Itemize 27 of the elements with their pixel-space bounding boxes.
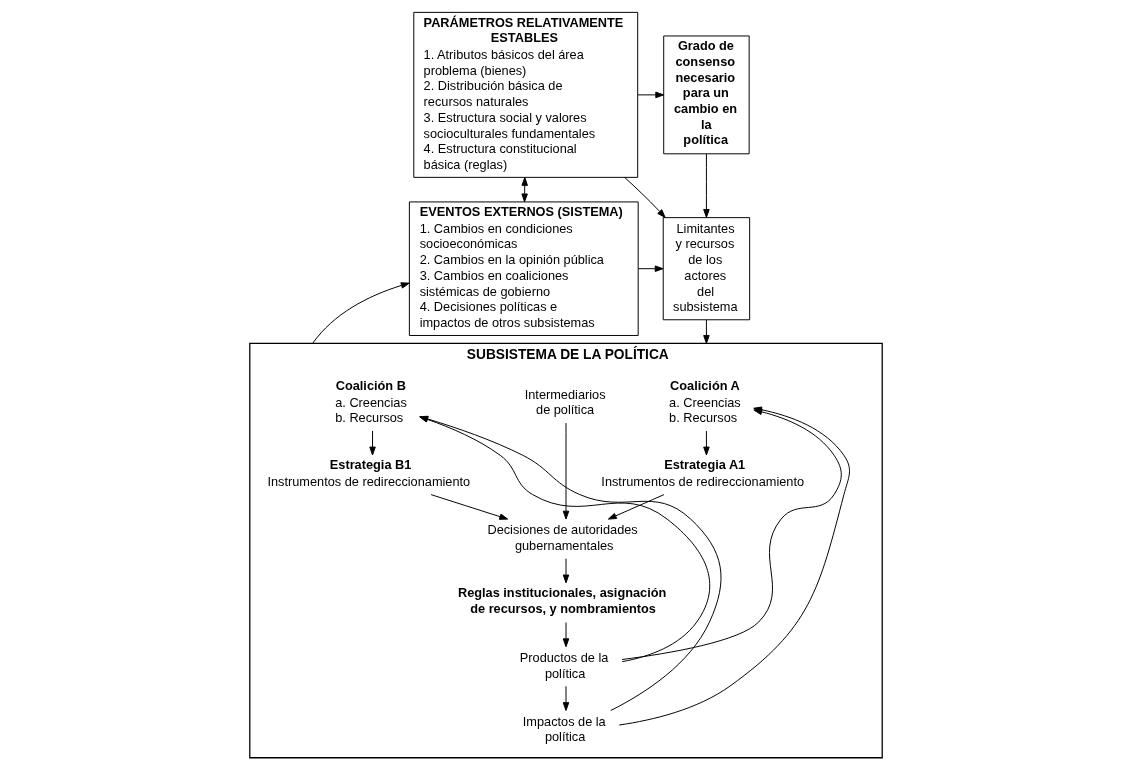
node-box: Grado de consenso necesario para un cambio en la política bbox=[663, 35, 750, 155]
arrow bbox=[312, 282, 410, 344]
arrow bbox=[430, 494, 509, 520]
node-text: Impactos de la política bbox=[522, 713, 606, 745]
arrow bbox=[703, 319, 710, 344]
node-box: PARÁMETROS RELATIVAMENTE ESTABLES 1. Atributos básicos del área problema (bienes) 2. Distribución básica de recursos naturales 3. Estructura social y valores socioculturales fundamentales 4. Estructura constitucional básica (reglas) bbox=[413, 11, 639, 178]
arrow bbox=[703, 153, 710, 218]
node-text: Estrategia A1 Instrumentos de redireccionamiento bbox=[601, 457, 805, 490]
node-text: Estrategia B1 Instrumentos de redireccionamiento bbox=[267, 457, 471, 490]
arrow bbox=[703, 430, 710, 456]
arrow bbox=[624, 177, 666, 218]
node-text: Productos de la política bbox=[519, 649, 609, 681]
node-text: Coalición A a. Creencias b. Recursos bbox=[669, 377, 741, 426]
arrow bbox=[562, 422, 570, 520]
node-text: Reglas institucionales, asignación de recursos, y nombramientos bbox=[457, 585, 667, 616]
arrow bbox=[562, 558, 570, 584]
node-box: EVENTOS EXTERNOS (SISTEMA) 1. Cambios en condiciones socioeconómicas 2. Cambios en la opinión pública 3. Cambios en coaliciones sistémicas de gobierno 4. Decisiones políticas e impactos de otros subsistemas bbox=[408, 201, 639, 336]
arrow bbox=[562, 622, 570, 648]
node-text: Decisiones de autoridades gubernamentales bbox=[487, 522, 638, 553]
arrow bbox=[562, 685, 570, 711]
node-text: Coalición B a. Creencias b. Recursos bbox=[335, 377, 407, 426]
arrow bbox=[637, 91, 665, 99]
node-box: Limitantes y recursos de los actores del subsistema bbox=[662, 217, 751, 321]
arrow bbox=[607, 494, 665, 520]
arrow bbox=[637, 265, 664, 272]
arrow bbox=[369, 430, 376, 456]
node-text: Intermediarios de política bbox=[524, 386, 606, 418]
